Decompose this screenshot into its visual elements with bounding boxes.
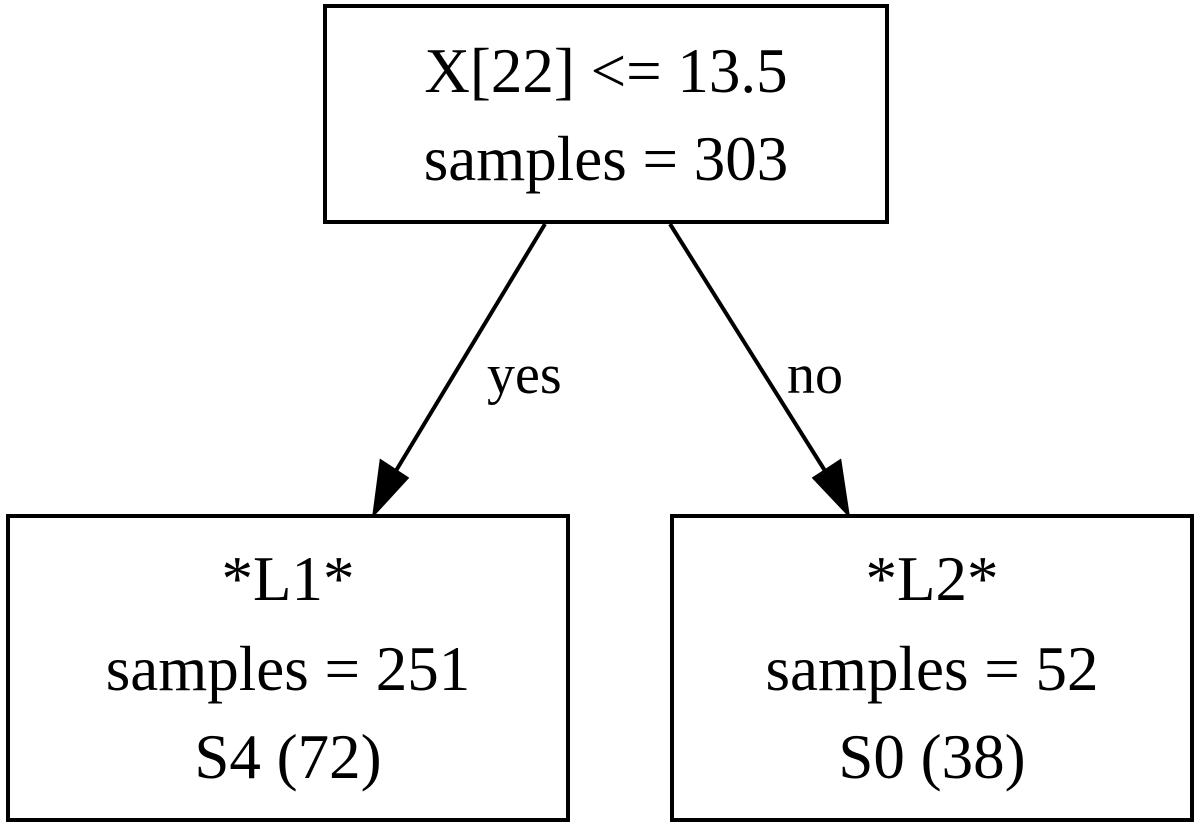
right-leaf-node: *L2* samples = 52 S0 (38) xyxy=(670,514,1194,822)
left-leaf-name: *L1* xyxy=(222,544,355,614)
edge-yes: yes xyxy=(371,222,562,519)
root-node-box xyxy=(323,4,889,224)
edge-no-label: no xyxy=(787,344,843,406)
edge-yes-label: yes xyxy=(487,344,562,406)
edge-yes-line xyxy=(392,222,547,476)
root-node-condition: X[22] <= 13.5 xyxy=(424,36,787,106)
right-leaf-name: *L2* xyxy=(866,544,999,614)
right-leaf-class: S0 (38) xyxy=(838,722,1025,792)
left-leaf-node: *L1* samples = 251 S4 (72) xyxy=(6,514,570,822)
left-leaf-box xyxy=(6,514,570,822)
edge-no: no xyxy=(668,222,851,519)
edge-no-line xyxy=(668,222,829,476)
right-leaf-box xyxy=(670,514,1194,822)
edge-no-arrowhead xyxy=(811,458,851,519)
left-leaf-samples: samples = 251 xyxy=(106,634,471,704)
edge-yes-arrowhead xyxy=(371,458,410,519)
right-leaf-samples: samples = 52 xyxy=(766,634,1099,704)
root-node-samples: samples = 303 xyxy=(424,124,789,194)
root-node: X[22] <= 13.5 samples = 303 xyxy=(323,4,889,224)
left-leaf-class: S4 (72) xyxy=(194,722,381,792)
